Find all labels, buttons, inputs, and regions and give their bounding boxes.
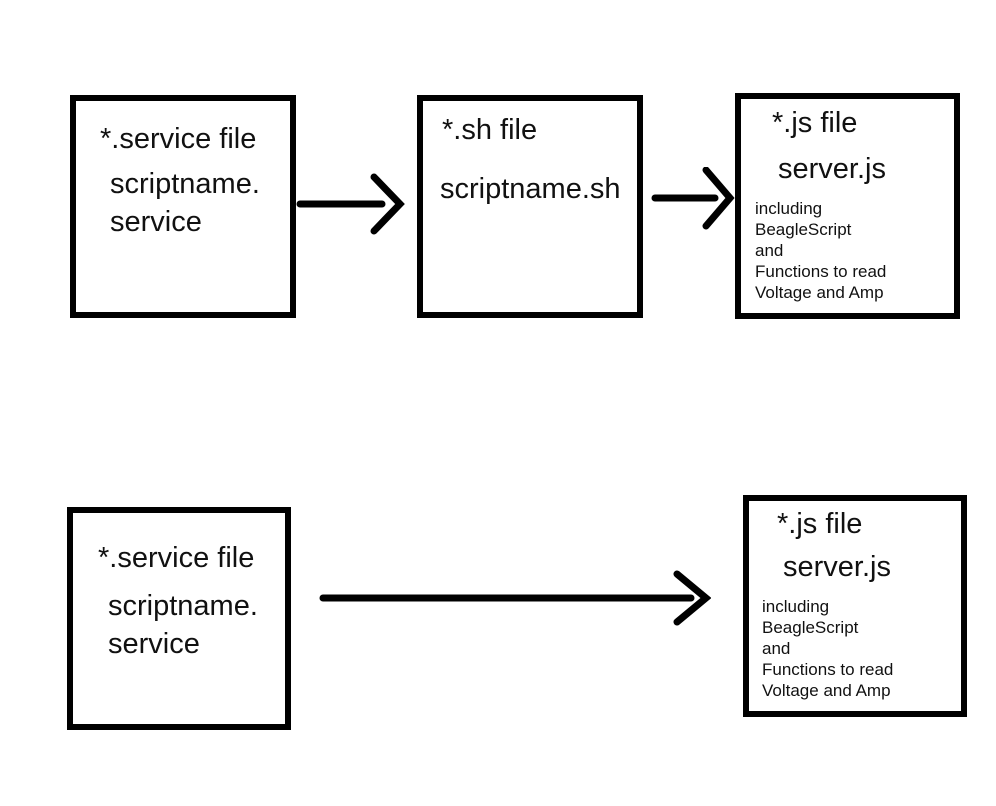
box-line: scriptname. [110,168,260,200]
box-line: service [110,206,202,238]
box-note-line: including [762,597,830,616]
box-note-line: BeagleScript [762,618,859,637]
arrow-head-icon [702,167,735,230]
box-title: *.service file [98,542,255,574]
flow-arrow-sh-to-js [651,167,735,230]
box-note-line: Functions to read [762,660,894,679]
box-notes: including BeagleScript and Functions to … [762,596,961,701]
box-subtitle: server.js [783,551,891,583]
box-top-service-file: *.service file scriptname. service [70,95,296,318]
box-note-line: Functions to read [755,262,887,281]
box-top-sh-file: *.sh file scriptname.sh [417,95,643,318]
box-top-js-file: *.js file server.js including BeagleScri… [735,93,960,319]
box-note-line: including [755,199,823,218]
box-note-line: Voltage and Amp [762,681,891,700]
box-body: scriptname.sh [440,170,637,208]
box-title: *.js file [772,107,858,139]
box-title: *.sh file [442,114,538,146]
box-title: *.service file [100,123,257,155]
box-bottom-js-file: *.js file server.js including BeagleScri… [743,495,967,717]
box-bottom-service-file: *.service file scriptname. service [67,507,291,730]
box-title: *.js file [777,508,863,540]
arrow-head-icon [370,173,405,235]
box-note-line: BeagleScript [755,220,852,239]
box-notes: including BeagleScript and Functions to … [755,198,954,303]
box-line: scriptname.sh [440,173,621,205]
box-subtitle: server.js [778,153,886,185]
box-note-line: Voltage and Amp [755,283,884,302]
arrow-head-icon [673,570,711,626]
flow-arrow-service-to-js [319,570,711,626]
flow-arrow-service-to-sh [296,173,405,235]
box-line: scriptname. [108,590,258,622]
box-note-line: and [755,241,784,260]
box-body: scriptname. service [108,587,285,663]
box-line: service [108,628,200,660]
box-body: scriptname. service [110,165,290,241]
box-note-line: and [762,639,791,658]
